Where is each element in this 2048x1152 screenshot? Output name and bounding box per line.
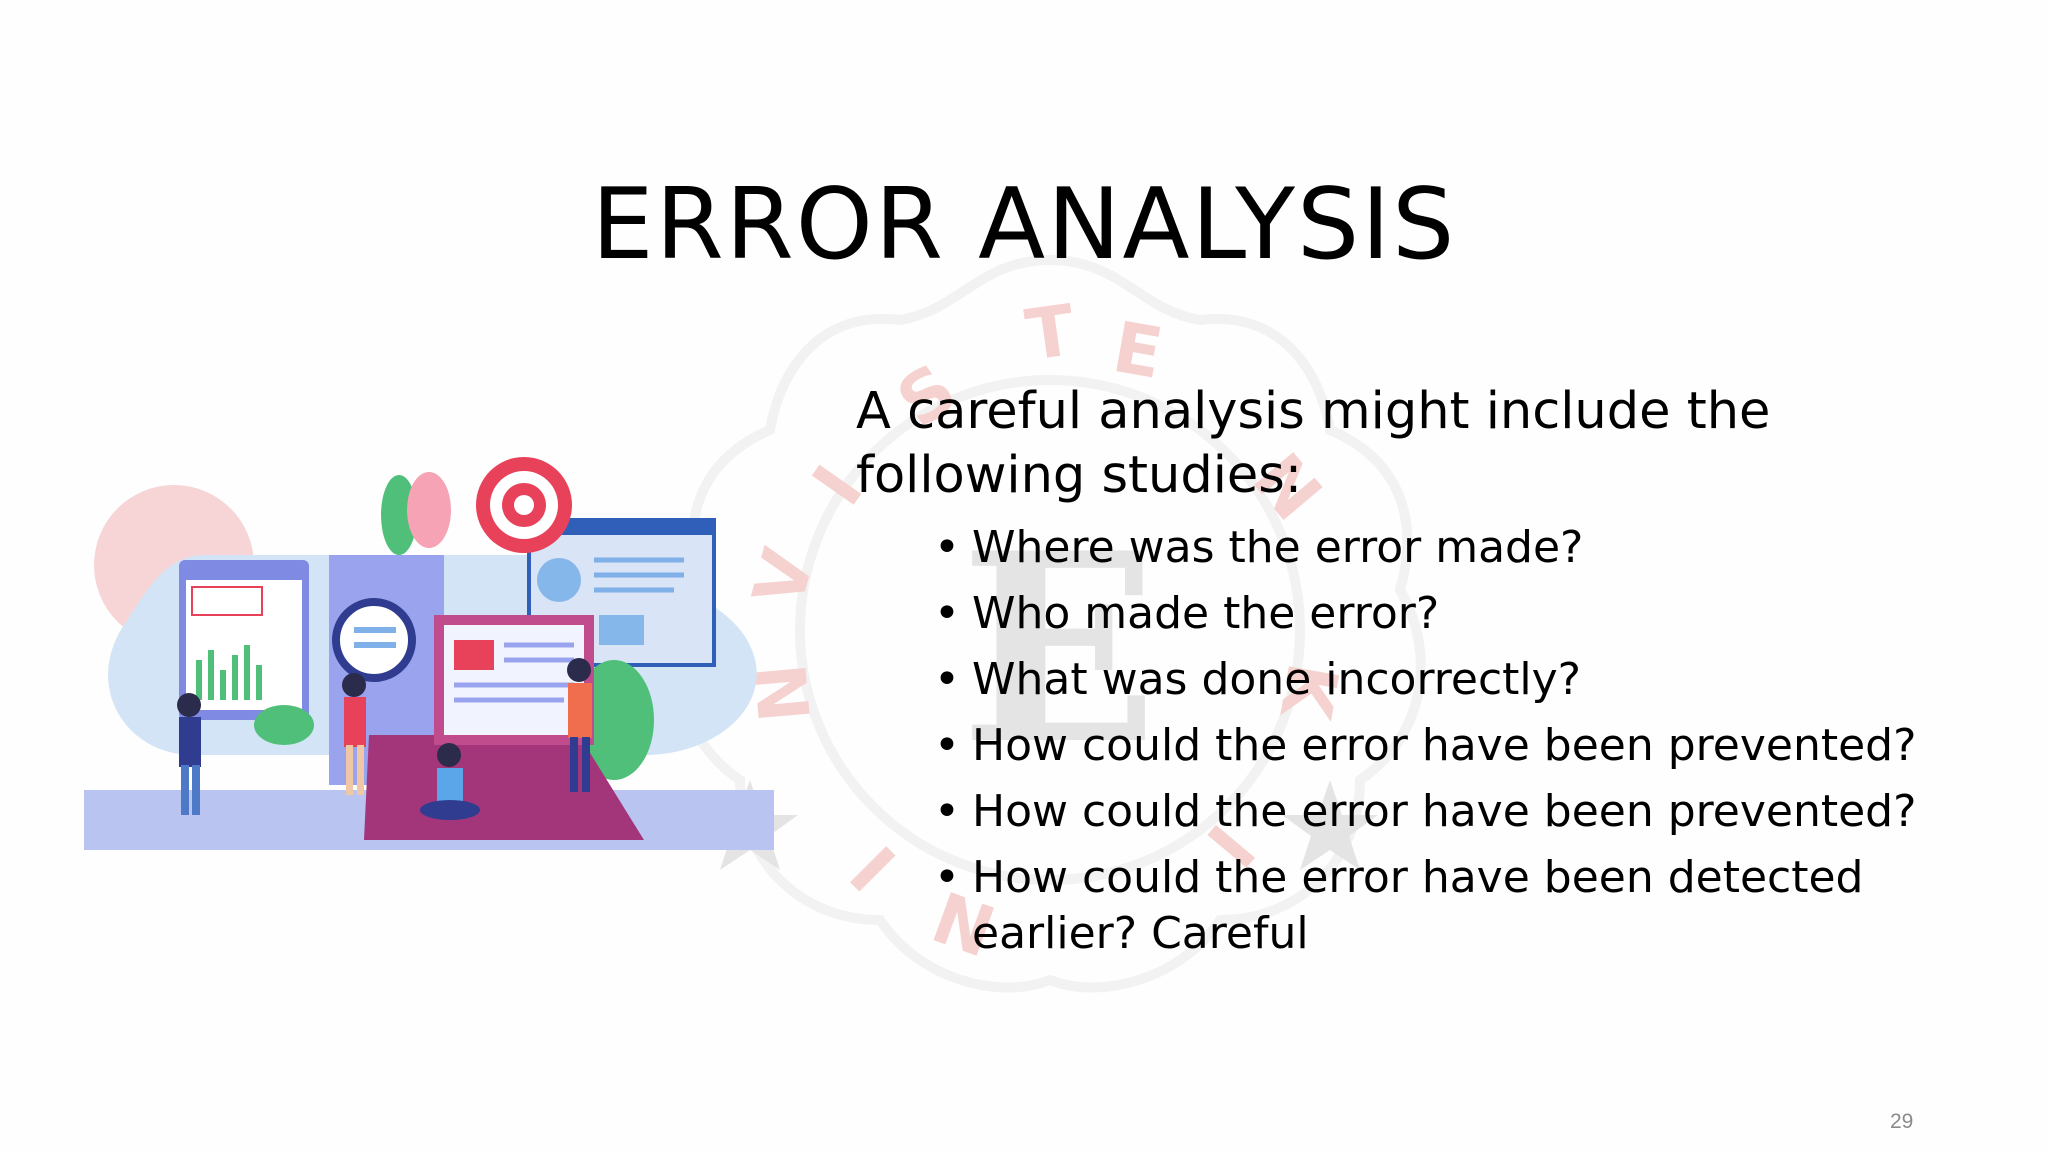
bullet-icon: •	[934, 522, 960, 573]
page-number: 29	[1890, 1110, 1914, 1133]
svg-text:T: T	[1021, 289, 1080, 377]
bullet-icon: •	[934, 852, 960, 903]
bullet-icon: •	[934, 720, 960, 771]
data-analysis-team-illustration	[84, 457, 774, 850]
slide-title: ERROR ANALYSIS	[591, 167, 1457, 282]
slide-body: A careful analysis might include the fol…	[856, 380, 2006, 972]
list-item: •How could the error have been prevented…	[934, 784, 2006, 840]
bullet-icon: •	[934, 786, 960, 837]
bullet-text: How could the error have been detected e…	[972, 852, 1864, 959]
intro-text: A careful analysis might include the fol…	[856, 382, 1771, 505]
svg-text:E: E	[960, 497, 1158, 802]
list-item: •Who made the error?	[934, 586, 2006, 642]
university-seal-icon: T E S I V N I N I K N E	[674, 254, 1426, 993]
bullet-list: •Where was the error made? •Who made the…	[856, 520, 2006, 962]
bullet-text: How could the error have been prevented?	[972, 720, 1917, 771]
bullet-text: Where was the error made?	[972, 522, 1584, 573]
bullet-icon: •	[934, 654, 960, 705]
bullet-icon: •	[934, 588, 960, 639]
bullet-text: What was done incorrectly?	[972, 654, 1582, 705]
list-item: •How could the error have been detected …	[934, 850, 2006, 962]
person-left	[177, 693, 201, 815]
list-item: •How could the error have been prevented…	[934, 718, 2006, 774]
list-item: •Where was the error made?	[934, 520, 2006, 576]
list-item: •What was done incorrectly?	[934, 652, 2006, 708]
bullet-text: Who made the error?	[972, 588, 1440, 639]
bullet-text: How could the error have been prevented?	[972, 786, 1917, 837]
